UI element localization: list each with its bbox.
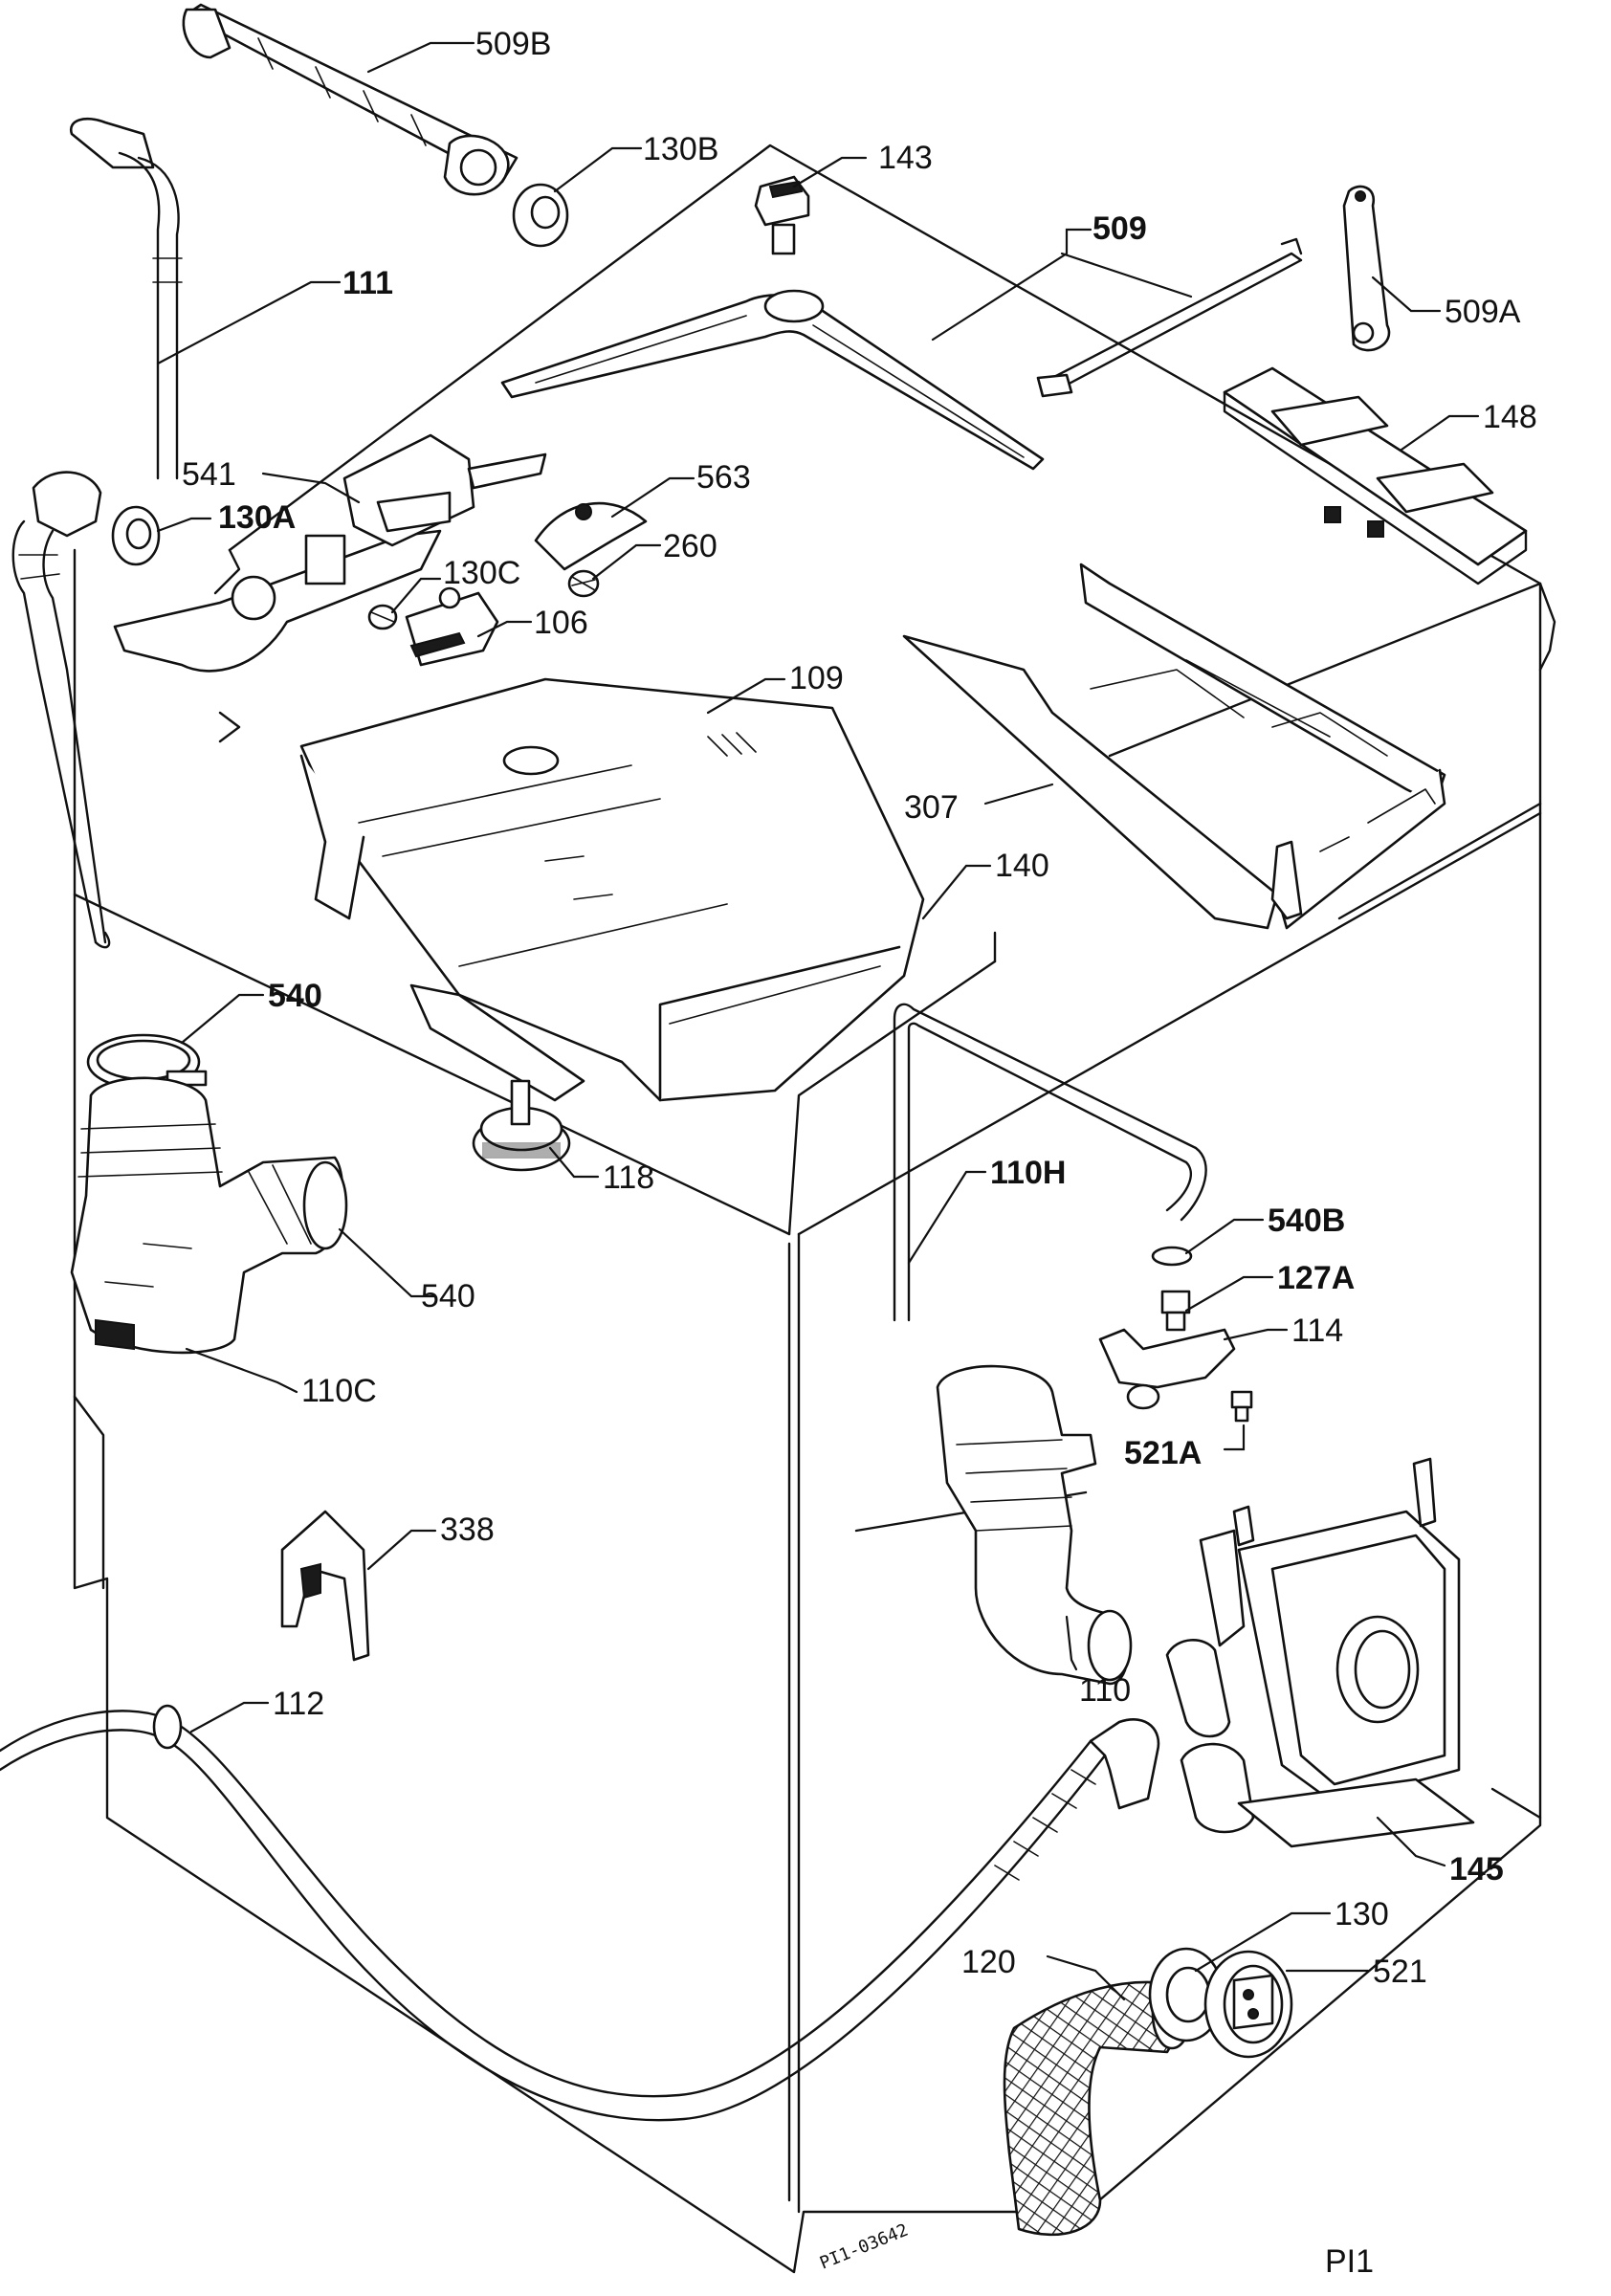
part-110c-sump-hose (70, 1076, 348, 1355)
part-540-ring-clamp (86, 1033, 208, 1091)
cabinet-outline (73, 144, 1556, 2274)
part-109-dispenser-housing (299, 677, 925, 1102)
label-540-hose: 540 (421, 1278, 475, 1314)
label-338: 338 (440, 1512, 495, 1548)
part-509b-inlet-valve-bar (182, 3, 519, 196)
part-130b-nut (512, 183, 569, 248)
label-148: 148 (1483, 399, 1537, 435)
label-111: 111 (342, 265, 393, 301)
label-521a: 521A (1124, 1435, 1202, 1471)
drawing-code: PI1-03642 (817, 2220, 911, 2274)
part-307-dispenser-drawer (902, 563, 1446, 930)
part-260-spring (567, 569, 600, 598)
part-145-pump (1165, 1457, 1475, 1848)
label-120: 120 (961, 1944, 1016, 1980)
label-110: 110 (1079, 1672, 1131, 1709)
part-130a-hose (11, 471, 111, 949)
label-521: 521 (1373, 1954, 1427, 1990)
label-509b: 509B (475, 26, 551, 62)
label-118: 118 (603, 1159, 654, 1196)
part-143-knob (754, 175, 810, 255)
part-148-dispenser-cover (1223, 366, 1528, 585)
part-540b-clip (1151, 1246, 1193, 1267)
part-338-clip (280, 1510, 370, 1662)
label-540b: 540B (1268, 1203, 1345, 1239)
part-563-cam (534, 501, 648, 571)
part-106-switch (405, 586, 499, 667)
part-127a-nozzle (1160, 1290, 1191, 1332)
part-521-cap (1203, 1950, 1293, 2059)
part-541-valve-bracket (113, 433, 547, 673)
part-509a-lever (1342, 185, 1391, 352)
label-112: 112 (273, 1686, 324, 1722)
label-307: 307 (904, 789, 959, 826)
part-130c-nut (367, 604, 398, 630)
part-114-air-trap (1098, 1328, 1236, 1410)
sheet-label: PI1 (1325, 2243, 1374, 2280)
label-130: 130 (1335, 1896, 1389, 1932)
label-563: 563 (696, 459, 751, 496)
label-110c: 110C (301, 1373, 377, 1409)
label-127a: 127A (1277, 1260, 1355, 1296)
part-111-inlet-hose (69, 118, 183, 480)
label-114: 114 (1291, 1313, 1343, 1349)
part-521a-screw (1230, 1390, 1253, 1423)
label-509: 509 (1092, 210, 1147, 247)
label-130a: 130A (218, 499, 296, 536)
part-509-programme-levers (500, 237, 1303, 471)
label-109: 109 (789, 660, 844, 696)
label-509a: 509A (1445, 294, 1521, 330)
part-130-gasket (1148, 1947, 1225, 2042)
leader-lines (156, 41, 1480, 2001)
part-110-elbow-hose (936, 1364, 1133, 1686)
label-130c: 130C (443, 555, 520, 591)
part-112-drain-hose (0, 1704, 1160, 2122)
label-145: 145 (1449, 1851, 1504, 1888)
part-110h-hose (893, 1003, 1207, 1322)
callout-labels: 509B 130B 143 509 111 509A 148 541 130A … (182, 26, 1537, 2280)
label-106: 106 (534, 605, 588, 641)
part-130a-nut (111, 505, 161, 566)
part-118-pressure-switch (472, 1079, 571, 1172)
label-143: 143 (878, 140, 933, 176)
label-130b: 130B (643, 131, 718, 167)
label-540-clamp: 540 (268, 978, 322, 1014)
label-541: 541 (182, 456, 236, 493)
label-140: 140 (995, 848, 1049, 884)
label-110h: 110H (990, 1155, 1066, 1191)
label-260: 260 (663, 528, 717, 564)
